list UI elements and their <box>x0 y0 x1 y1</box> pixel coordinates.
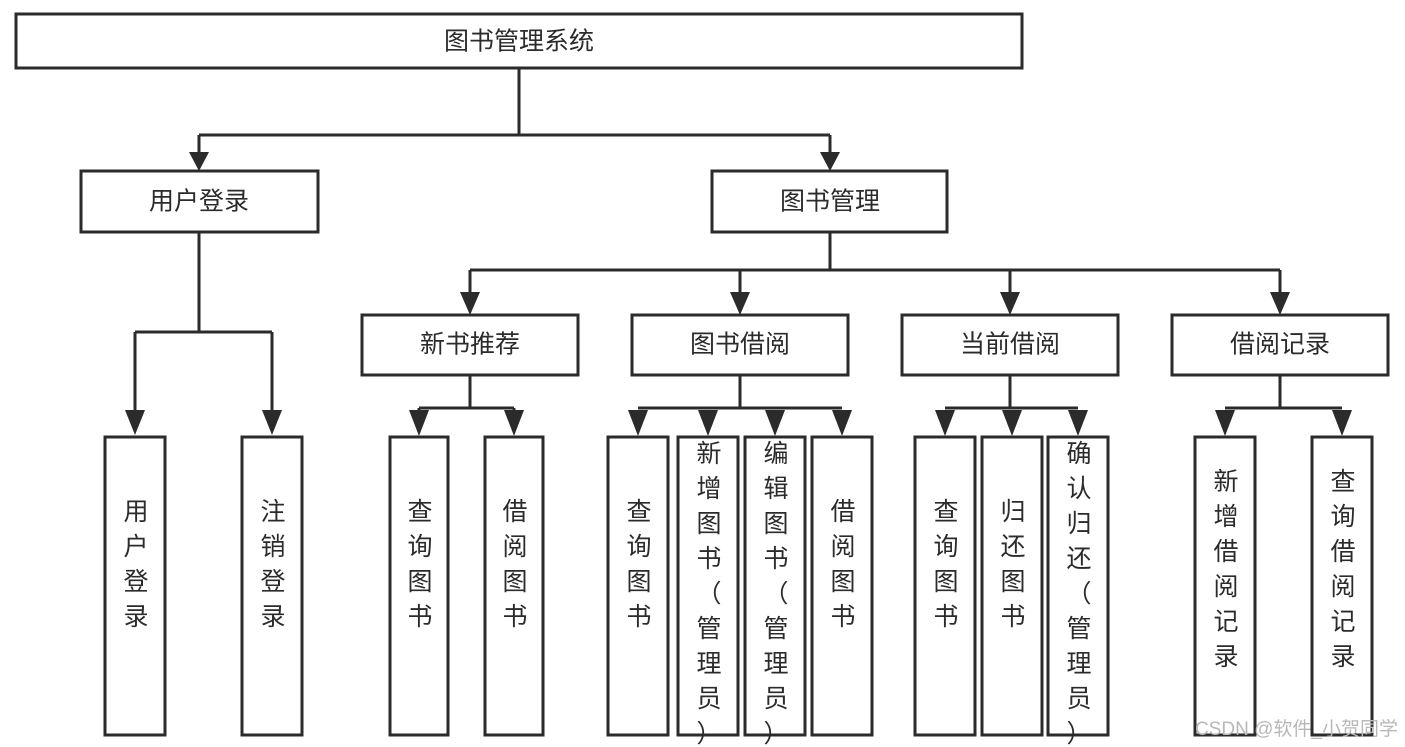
leaf-book-borrow-1[interactable]: 查询图书 <box>606 435 670 737</box>
node-root-label: 图书管理系统 <box>444 28 594 56</box>
leaf-new-book-1-box[interactable] <box>388 435 450 737</box>
arrow-book-borrow-leaf-1 <box>628 410 648 436</box>
arrow-current-borrow-leaf-2 <box>1002 410 1022 436</box>
leaf-user-login-1-box[interactable] <box>103 435 167 737</box>
leaf-current-borrow-3-label: 确认归还（管理员） <box>1066 440 1091 747</box>
node-user-login-label: 用户登录 <box>149 188 249 216</box>
arrow-current-borrow-leaf-3 <box>1068 410 1088 436</box>
node-borrow-record-box[interactable] <box>1170 313 1390 377</box>
arrow-book-borrow-leaf-2 <box>698 410 718 436</box>
arrow-book-borrow-leaf-3 <box>765 410 785 436</box>
leaf-user-login-1-label: 用户登录 <box>123 498 148 631</box>
leaf-book-borrow-1-label: 查询图书 <box>626 498 651 631</box>
node-new-book-recommend-box[interactable] <box>360 313 580 377</box>
leaf-borrow-record-1-box[interactable] <box>1193 435 1257 737</box>
leaf-book-borrow-2-label: 新增图书（管理员） <box>696 440 721 747</box>
node-current-borrow-label: 当前借阅 <box>960 331 1060 359</box>
leaf-new-book-1-label: 查询图书 <box>407 498 432 631</box>
leaf-user-login-2-box[interactable] <box>240 435 304 737</box>
leaf-current-borrow-1-label: 查询图书 <box>933 498 958 631</box>
leaf-current-borrow-2[interactable]: 归还图书 <box>980 435 1044 737</box>
arrow-new-book-leaf-1 <box>409 410 429 436</box>
arrow-to-book-borrow <box>730 292 750 315</box>
leaf-book-borrow-3[interactable]: 编辑图书（管理员） <box>743 435 807 747</box>
leaf-new-book-1[interactable]: 查询图书 <box>388 435 450 737</box>
leaf-book-borrow-2-box[interactable] <box>676 435 740 737</box>
leaf-current-borrow-2-label: 归还图书 <box>1000 498 1025 631</box>
node-book-borrow[interactable]: 图书借阅 <box>630 313 850 377</box>
leaf-new-book-2-box[interactable] <box>483 435 545 737</box>
leaf-borrow-record-1[interactable]: 新增借阅记录 <box>1193 435 1257 737</box>
node-new-book-recommend[interactable]: 新书推荐 <box>360 313 580 377</box>
arrow-user-login-leaf-1 <box>125 410 145 435</box>
node-current-borrow-box[interactable] <box>900 313 1120 377</box>
node-current-borrow[interactable]: 当前借阅 <box>900 313 1120 377</box>
leaf-current-borrow-2-box[interactable] <box>980 435 1044 737</box>
leaf-book-borrow-4-box[interactable] <box>810 435 874 737</box>
node-root[interactable]: 图书管理系统 <box>14 12 1024 70</box>
leaf-book-borrow-2[interactable]: 新增图书（管理员） <box>676 435 740 747</box>
node-book-management-box[interactable] <box>710 169 949 234</box>
arrow-user-login-leaf-2 <box>262 410 282 435</box>
node-new-book-recommend-label: 新书推荐 <box>420 331 520 359</box>
node-book-borrow-label: 图书借阅 <box>690 331 790 359</box>
leaf-borrow-record-2-label: 查询借阅记录 <box>1330 468 1355 671</box>
leaf-book-borrow-3-label: 编辑图书（管理员） <box>763 440 788 747</box>
arrow-root-to-user-login <box>189 152 209 171</box>
node-user-login-box[interactable] <box>79 169 320 234</box>
arrow-book-borrow-leaf-4 <box>832 410 852 436</box>
arrow-new-book-leaf-2 <box>504 410 524 436</box>
leaf-user-login-1[interactable]: 用户登录 <box>103 435 167 737</box>
node-book-management-label: 图书管理 <box>780 188 880 216</box>
node-book-borrow-box[interactable] <box>630 313 850 377</box>
node-user-login[interactable]: 用户登录 <box>79 169 320 234</box>
leaf-user-login-2[interactable]: 注销登录 <box>240 435 304 737</box>
leaf-current-borrow-3-box[interactable] <box>1046 435 1110 737</box>
arrow-to-current-borrow <box>1000 292 1020 315</box>
node-borrow-record-label: 借阅记录 <box>1230 331 1330 359</box>
node-root-box[interactable] <box>14 12 1024 70</box>
leaf-current-borrow-1-box[interactable] <box>913 435 977 737</box>
leaf-book-borrow-3-box[interactable] <box>743 435 807 737</box>
leaf-current-borrow-1[interactable]: 查询图书 <box>913 435 977 737</box>
leaf-new-book-2-label: 借阅图书 <box>502 498 527 631</box>
leaf-borrow-record-2-box[interactable] <box>1310 435 1374 737</box>
arrow-borrow-record-leaf-1 <box>1215 410 1235 436</box>
leaf-current-borrow-3[interactable]: 确认归还（管理员） <box>1046 435 1110 747</box>
arrow-borrow-record-leaf-2 <box>1332 410 1352 436</box>
leaf-borrow-record-2[interactable]: 查询借阅记录 <box>1310 435 1374 737</box>
arrow-root-to-book-mgmt <box>820 152 840 171</box>
arrow-current-borrow-leaf-1 <box>935 410 955 436</box>
leaf-new-book-2[interactable]: 借阅图书 <box>483 435 545 737</box>
leaf-book-borrow-1-box[interactable] <box>606 435 670 737</box>
connector-layer <box>125 68 1352 436</box>
leaf-user-login-2-label: 注销登录 <box>260 498 285 631</box>
leaf-book-borrow-4[interactable]: 借阅图书 <box>810 435 874 737</box>
leaf-borrow-record-1-label: 新增借阅记录 <box>1213 468 1238 671</box>
node-borrow-record[interactable]: 借阅记录 <box>1170 313 1390 377</box>
node-book-management[interactable]: 图书管理 <box>710 169 949 234</box>
arrow-to-new-book <box>460 292 480 315</box>
leaf-book-borrow-4-label: 借阅图书 <box>830 498 855 631</box>
arrow-to-borrow-record <box>1270 292 1290 315</box>
csdn-watermark: CSDN @软件_小贺同学 <box>1195 718 1398 740</box>
